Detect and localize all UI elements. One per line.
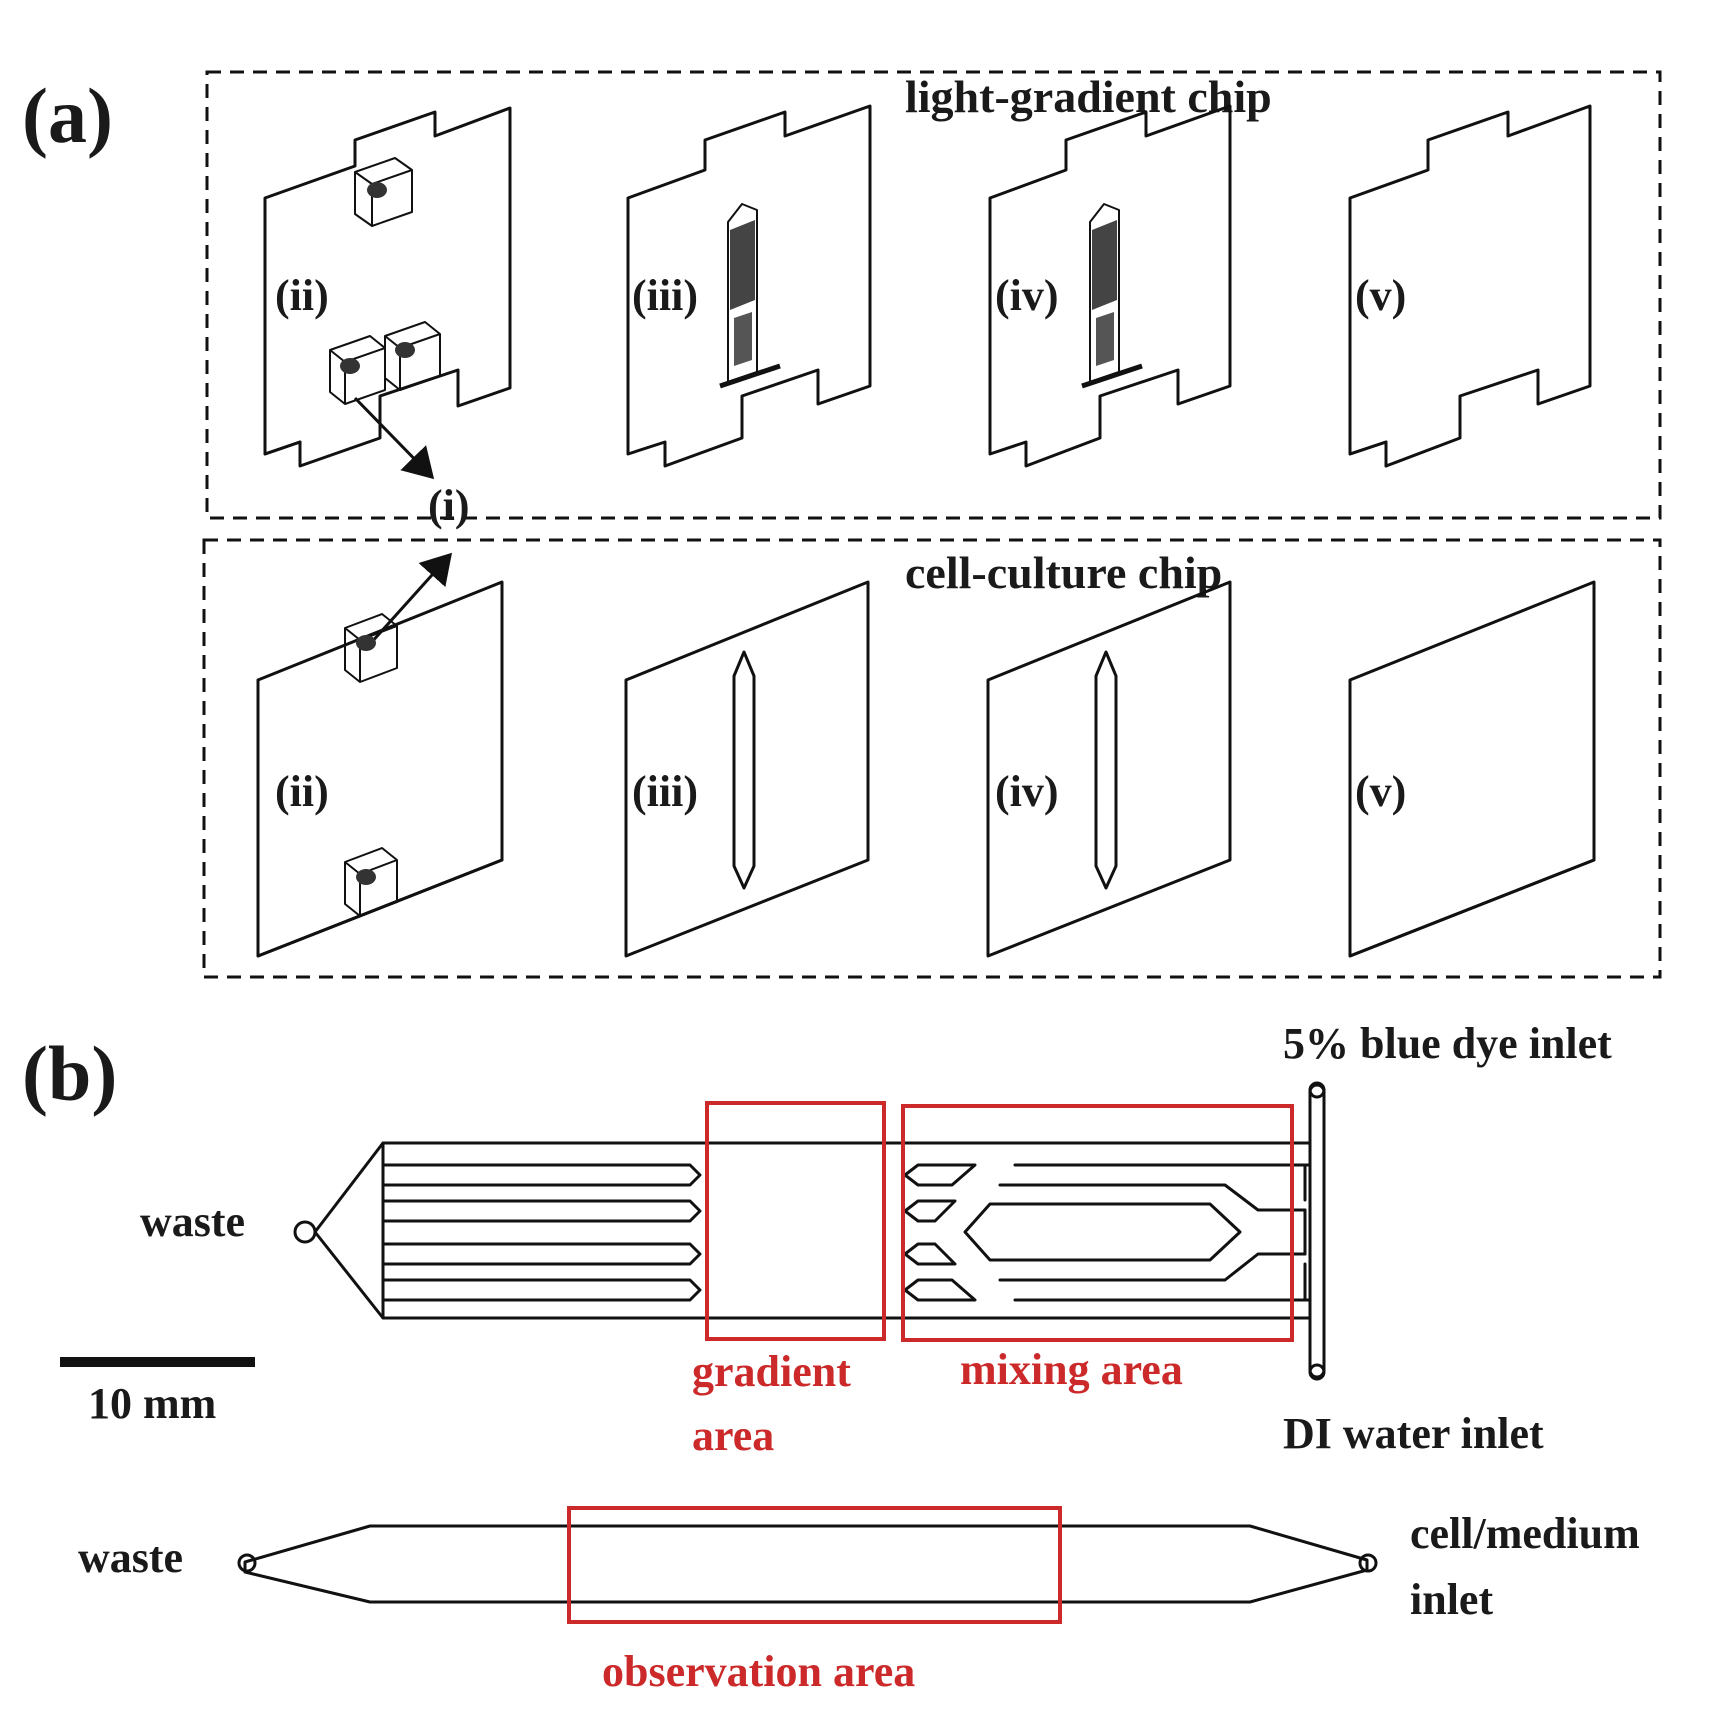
mixing-area-label: mixing area <box>960 1345 1183 1394</box>
light-layer-iv-label: (iv) <box>995 271 1059 320</box>
gradient-area-box <box>705 1101 886 1341</box>
cell-layer-ii-label: (ii) <box>275 767 329 816</box>
light-gradient-chip-title: light-gradient chip <box>905 71 1272 122</box>
cell-layer-v: (v) <box>1348 580 1596 958</box>
inlet-port-callout: (i) <box>353 396 470 646</box>
cell-medium-inlet-label-line1: cell/medium <box>1410 1509 1640 1558</box>
di-water-inlet-port <box>1308 1363 1326 1381</box>
gradient-area-label-line1: gradient <box>692 1347 851 1396</box>
port-cube-icon <box>344 613 398 683</box>
cell-layer-ii: (ii) <box>256 580 504 958</box>
scale-bar: 10 mm <box>60 1357 255 1428</box>
cell-culture-chip-title: cell-culture chip <box>905 547 1222 598</box>
cell-layer-iii-label: (iii) <box>632 767 698 816</box>
port-cube-icon <box>354 157 413 227</box>
cell-medium-inlet-label-line2: inlet <box>1410 1575 1493 1624</box>
parallel-channels <box>382 1163 702 1302</box>
blue-dye-inlet-label: 5% blue dye inlet <box>1283 1019 1612 1068</box>
cell-medium-inlet-port <box>1358 1553 1378 1573</box>
mixing-area-box <box>901 1104 1294 1342</box>
port-cube-icon <box>384 321 441 391</box>
waste-port <box>293 1220 317 1244</box>
mixing-network <box>903 1163 1307 1302</box>
channel-network-icon <box>719 203 781 389</box>
light-layer-v: (v) <box>1348 104 1592 468</box>
cell-culture-chip-group: cell-culture chip (ii) (iii) <box>202 538 1662 979</box>
light-layer-ii-label: (ii) <box>275 271 329 320</box>
blue-dye-inlet-port <box>1308 1081 1326 1099</box>
gradient-chip-layout: waste 5% blue dye inlet DI water inlet g… <box>140 1019 1612 1460</box>
culture-chip-layout: waste cell/medium inlet observation area <box>78 1506 1640 1696</box>
channel-network-icon <box>1081 203 1143 389</box>
cell-layer-iii: (iii) <box>624 580 870 958</box>
inlet-port-label: (i) <box>428 481 470 530</box>
panel-a-label: (a) <box>22 72 113 159</box>
light-layer-ii: (ii) <box>263 106 512 468</box>
cell-layer-iv: (iv) <box>986 580 1232 958</box>
observation-area-box <box>567 1506 1062 1624</box>
cell-culture-chip-frame <box>202 538 1662 979</box>
di-water-inlet-label: DI water inlet <box>1283 1409 1544 1458</box>
cell-layer-iv-label: (iv) <box>995 767 1059 816</box>
cell-layer-v-label: (v) <box>1355 767 1406 816</box>
culture-waste-label: waste <box>78 1533 183 1582</box>
light-layer-v-label: (v) <box>1355 271 1406 320</box>
scale-bar-label: 10 mm <box>88 1379 216 1428</box>
light-layer-iii-label: (iii) <box>632 271 698 320</box>
observation-area-label: observation area <box>602 1647 915 1696</box>
gradient-waste-label: waste <box>140 1197 245 1246</box>
light-gradient-chip-group: light-gradient chip (ii) <box>205 70 1662 520</box>
light-layer-iii: (iii) <box>626 104 872 468</box>
port-cube-icon <box>329 335 386 405</box>
port-cube-icon <box>344 847 398 917</box>
light-layer-iv: (iv) <box>988 104 1232 468</box>
culture-channel-icon <box>1094 650 1118 890</box>
panel-b-label: (b) <box>22 1030 117 1117</box>
light-gradient-chip-frame <box>205 70 1662 520</box>
culture-channel-icon <box>732 650 756 890</box>
gradient-area-label-line2: area <box>692 1411 774 1460</box>
culture-waste-port <box>237 1553 257 1573</box>
